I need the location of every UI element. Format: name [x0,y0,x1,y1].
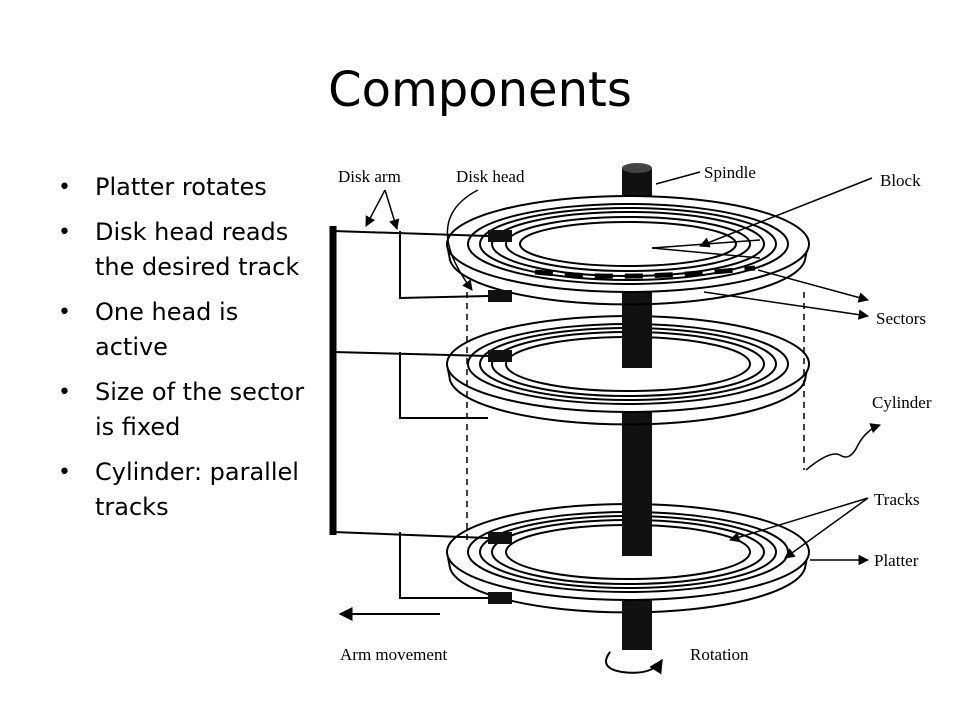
bullet-item: • Platter rotates [58,170,308,205]
spindle-segment [622,312,652,368]
bullet-item: • Size of the sector is fixed [58,375,308,445]
label-arm-movement: Arm movement [340,645,447,664]
label-tracks: Tracks [874,490,920,509]
spindle-segment [622,430,652,556]
disk-head-top-upper [488,230,512,242]
disk-head-bottom-lower [488,592,512,604]
label-platter: Platter [874,551,919,570]
slide-title: Components [328,62,632,118]
label-sectors: Sectors [876,309,926,328]
label-disk-arm: Disk arm [338,167,401,186]
disk-head-bottom-upper [488,532,512,544]
bullet-item: • Disk head reads the desired track [58,215,308,285]
bullet-list: • Platter rotates • Disk head reads the de… [58,170,308,535]
cylinder-outline [466,292,805,540]
bullet-dot: • [58,175,71,200]
disk-diagram: Disk arm Disk head Spindle Block Sectors… [329,163,932,675]
bullet-text: Platter rotates [95,173,267,201]
bullet-dot: • [58,460,71,485]
spindle-segment [622,610,652,650]
bullet-item: • One head is active [58,295,308,365]
label-cylinder: Cylinder [872,393,932,412]
bullet-text: One head is active [95,298,239,361]
platter-top [446,195,810,306]
label-disk-head: Disk head [456,167,525,186]
label-block: Block [880,171,921,190]
disk-head-middle [488,350,512,362]
bullet-text: Disk head reads the desired track [95,218,300,281]
disk-arm-assembly [329,226,489,599]
bullet-text: Cylinder: parallel tracks [95,458,299,521]
disk-head-top-lower [488,290,512,302]
bullet-dot: • [58,300,71,325]
bullet-text: Size of the sector is fixed [95,378,305,441]
bullet-dot: • [58,380,71,405]
label-rotation: Rotation [690,645,749,664]
sector-dashes [534,265,756,279]
bullet-dot: • [58,220,71,245]
callout-arrows [338,171,881,675]
label-spindle: Spindle [704,163,756,182]
bullet-item: • Cylinder: parallel tracks [58,455,308,525]
